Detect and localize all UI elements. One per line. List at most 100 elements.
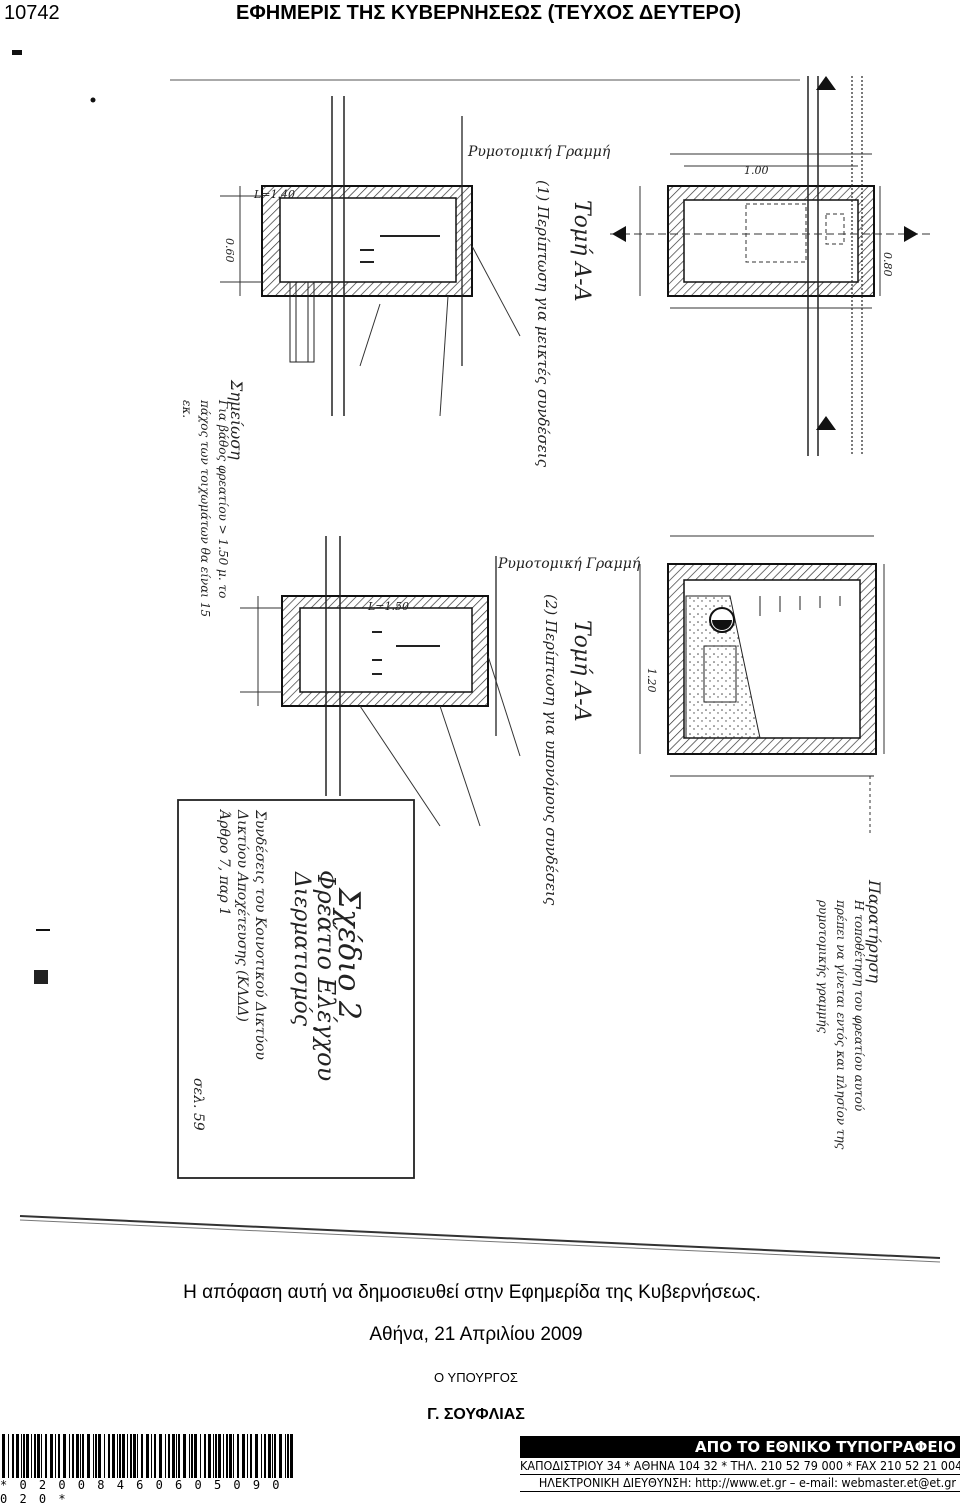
printer-title: ΑΠΟ ΤΟ ΕΘΝΙΚΟ ΤΥΠΟΓΡΑΦΕΙΟ (520, 1436, 960, 1458)
barcode-bar (151, 1434, 152, 1478)
barcode-bar (279, 1434, 282, 1478)
barcode-bar (95, 1434, 97, 1478)
barcode-bar (82, 1434, 84, 1478)
barcode-bar (154, 1434, 156, 1478)
note-text: Για βάθος φρεατίου > 1.50 μ. το πάχος τω… (180, 400, 230, 618)
section-view-1 (220, 96, 521, 417)
page-number: 10742 (4, 2, 60, 24)
barcode-bar (189, 1434, 190, 1478)
barcode-bar (137, 1434, 138, 1478)
barcode-bar (223, 1434, 224, 1478)
plan-view-1 (610, 76, 930, 456)
barcode-bar (23, 1434, 25, 1478)
title-box (177, 799, 415, 1179)
barcode-bar (200, 1434, 201, 1478)
barcode-bar (178, 1434, 180, 1478)
dimension-label: L=1.40 (254, 188, 296, 201)
barcode-bar (255, 1434, 258, 1478)
barcode-bar (93, 1434, 94, 1478)
barcode-bar (37, 1434, 40, 1478)
barcode-bar (272, 1434, 273, 1478)
barcode-bar (191, 1434, 193, 1478)
barcode-bar (87, 1434, 90, 1478)
signatory-name: Γ. ΣΟΥΦΛΙΑΣ (427, 1406, 525, 1423)
gazette-title: ΕΦΗΜΕΡΙΣ ΤΗΣ ΚΥΒΕΡΝΗΣΕΩΣ (ΤΕΥΧΟΣ ΔΕΥΤΕΡΟ… (236, 2, 742, 24)
barcode-bar (237, 1434, 239, 1478)
place-date: Αθήνα, 21 Απριλίου 2009 (369, 1324, 583, 1345)
barcode-bar (141, 1434, 143, 1478)
barcode-bar (41, 1434, 42, 1478)
barcode-bar (247, 1434, 248, 1478)
barcode-bar (264, 1434, 266, 1478)
barcode-bar (12, 1434, 14, 1478)
scan-mark (90, 97, 96, 103)
remark-text: Η τοποθέτηση του φρεατίου αυτού πρέπει ν… (816, 900, 866, 1150)
barcode-bar (208, 1434, 211, 1478)
barcode (2, 1434, 293, 1478)
dimension-label: L=1.50 (368, 600, 410, 613)
barcode-bar (165, 1434, 166, 1478)
barcode-bar (63, 1434, 66, 1478)
barcode-bar (76, 1434, 79, 1478)
signatory-role: Ο ΥΠΟΥΡΓΟΣ (434, 1370, 518, 1385)
scan-mark (12, 50, 22, 55)
barcode-bar (108, 1434, 110, 1478)
printer-address: ΚΑΠΟΔΙΣΤΡΙΟΥ 34 * ΑΘΗΝΑ 104 32 * ΤΗΛ. 21… (520, 1458, 960, 1475)
dimension-label: 0.60 (223, 238, 236, 263)
barcode-bar (119, 1434, 121, 1478)
section-label-2: Τομή Α-Α (569, 620, 594, 722)
barcode-bar (133, 1434, 136, 1478)
barcode-bar (45, 1434, 47, 1478)
scan-edge (19, 1219, 941, 1263)
barcode-bar (172, 1434, 175, 1478)
barcode-bar (122, 1434, 125, 1478)
street-line-label-2: Ρυμοτομική Γραμμή (498, 556, 641, 572)
dimension-label: 1.20 (645, 668, 658, 693)
title-box-line: Δικτύου Αποχέτευσης (ΚΛΔΔ) (234, 810, 250, 1022)
printer-footer: ΑΠΟ ΤΟ ΕΘΝΙΚΟ ΤΥΠΟΓΡΑΦΕΙΟ ΚΑΠΟΔΙΣΤΡΙΟΥ 3… (520, 1436, 960, 1492)
case-1-caption: (1) Περίπτωση για μεικτές συνδέσεις (534, 180, 552, 468)
plan-view-2 (639, 535, 885, 836)
barcode-bar (168, 1434, 170, 1478)
barcode-digits: * 0 2 0 0 8 4 6 0 6 0 5 0 9 0 0 2 0 * (0, 1478, 300, 1506)
title-box-line: Άρθρο 7, παρ 1 (216, 810, 232, 916)
barcode-bar (290, 1434, 293, 1478)
barcode-bar (159, 1434, 162, 1478)
barcode-bar (31, 1434, 32, 1478)
barcode-bar (98, 1434, 101, 1478)
barcode-bar (250, 1434, 252, 1478)
barcode-bar (218, 1434, 221, 1478)
barcode-bar (183, 1434, 186, 1478)
barcode-bar (204, 1434, 206, 1478)
street-line-label-1: Ρυμοτομική Γραμμή (468, 144, 611, 160)
barcode-bar (104, 1434, 105, 1478)
barcode-bar (130, 1434, 132, 1478)
barcode-bar (26, 1434, 29, 1478)
dimension-label: 0.80 (881, 252, 894, 277)
page-header: 10742 ΕΦΗΜΕΡΙΣ ΤΗΣ ΚΥΒΕΡΝΗΣΕΩΣ (ΤΕΥΧΟΣ Δ… (0, 0, 960, 28)
section-view-2 (240, 536, 521, 827)
title-box-subheading: Φρεάτιο Ελέγχου (312, 870, 340, 1082)
barcode-bar (117, 1434, 118, 1478)
barcode-bar (127, 1434, 128, 1478)
barcode-bar (268, 1434, 271, 1478)
scan-edge (19, 1215, 941, 1259)
barcode-bar (274, 1434, 276, 1478)
title-box-line: Συνδέσεις του Κοινοτικού Δικτύου (252, 810, 268, 1060)
barcode-bar (287, 1434, 289, 1478)
decision-statement: Η απόφαση αυτή να δημοσιευθεί στην Εφημε… (183, 1282, 761, 1303)
barcode-bar (215, 1434, 217, 1478)
barcode-bar (261, 1434, 262, 1478)
case-2-caption: (2) Περίπτωση για υπονόμους συνδέσεις (542, 594, 560, 906)
barcode-bar (55, 1434, 56, 1478)
barcode-bar (58, 1434, 60, 1478)
barcode-bar (80, 1434, 81, 1478)
barcode-bar (176, 1434, 177, 1478)
barcode-bar (50, 1434, 53, 1478)
barcode-bar (213, 1434, 214, 1478)
barcode-bar (233, 1434, 234, 1478)
scan-mark (34, 970, 48, 984)
sheet-number: σελ. 59 (190, 1078, 206, 1131)
barcode-bar (112, 1434, 115, 1478)
section-label-1: Τομή Α-Α (569, 200, 594, 302)
